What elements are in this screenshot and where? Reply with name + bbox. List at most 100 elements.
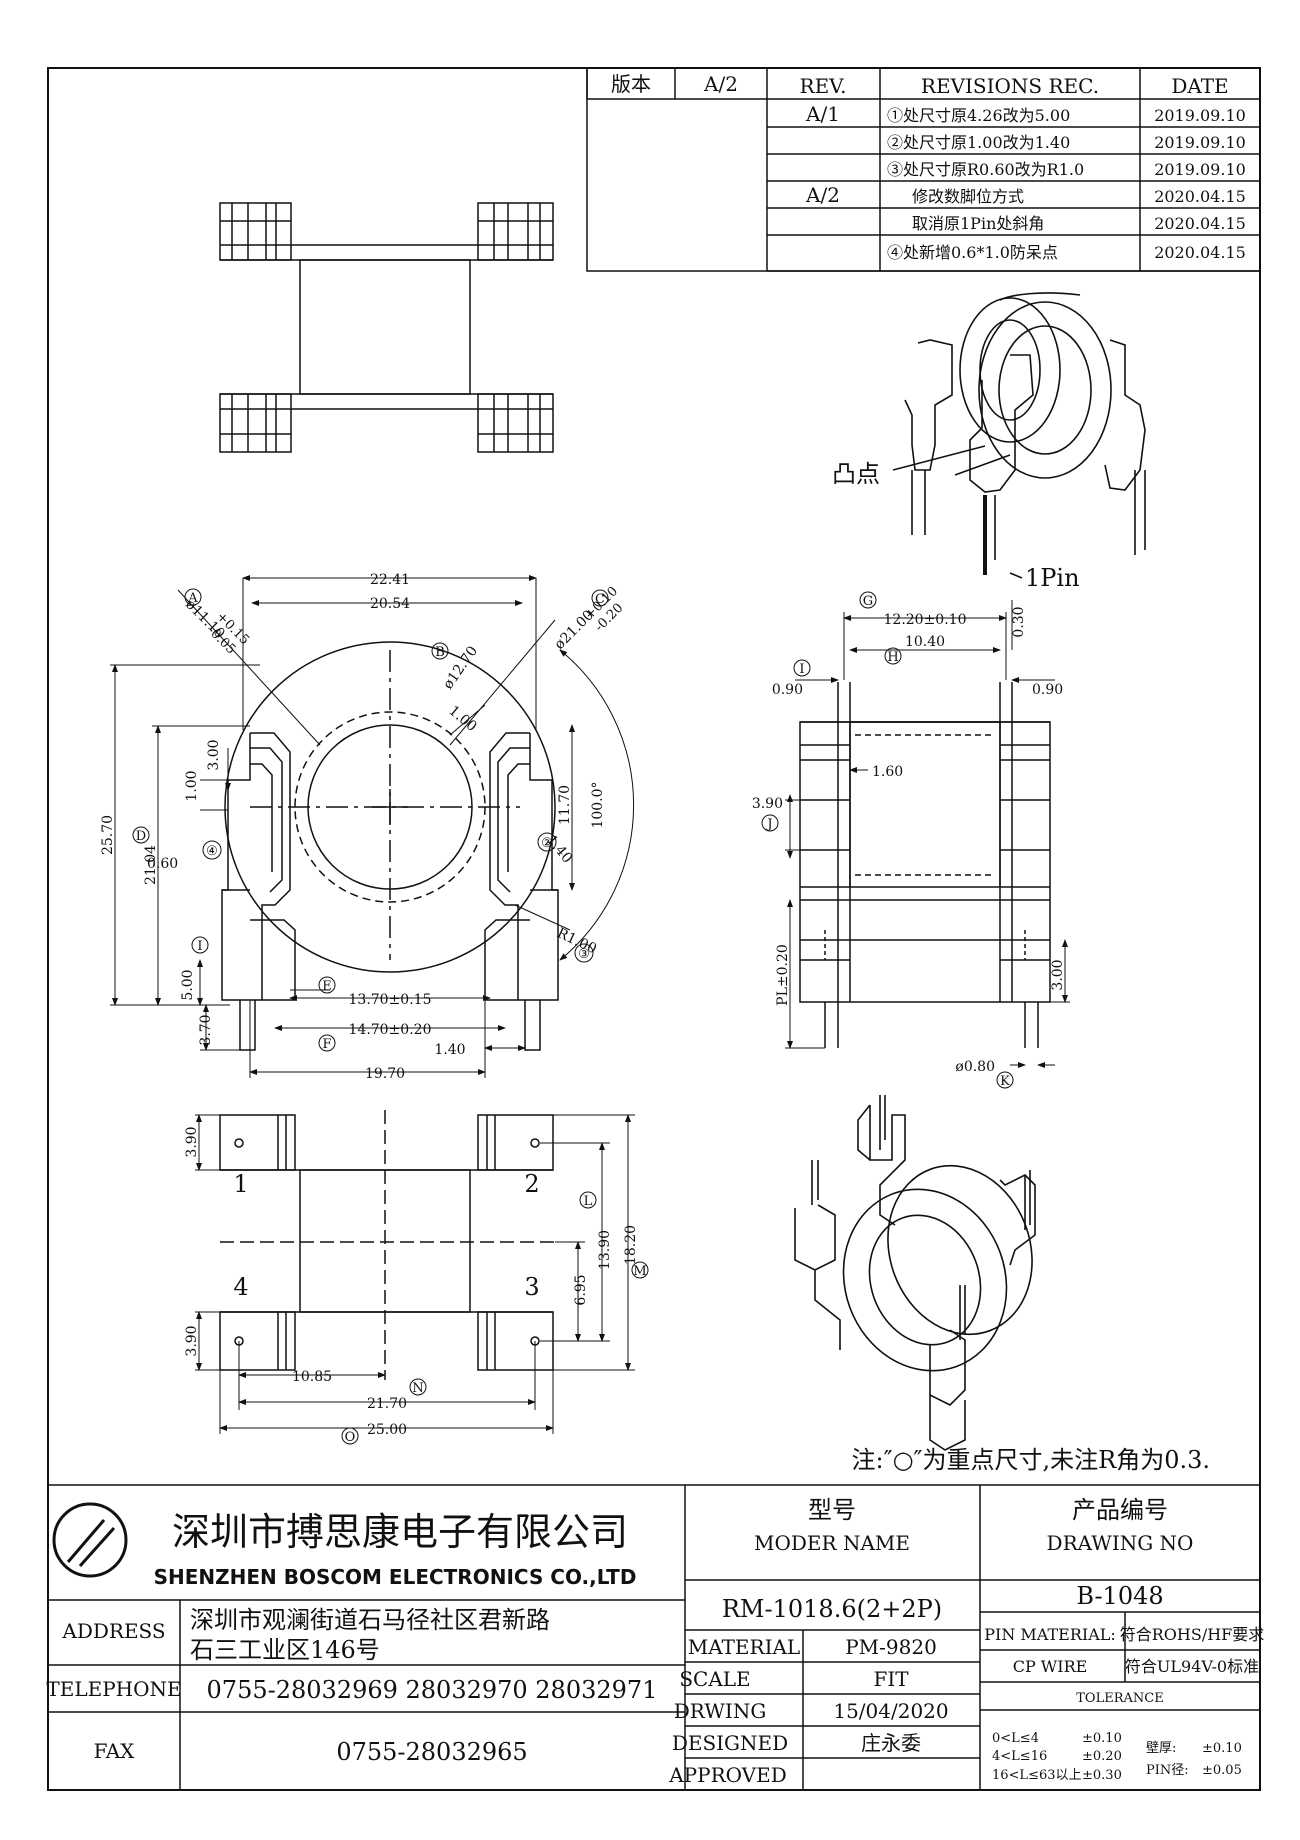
wall-value: ±0.10 <box>1202 1741 1242 1756</box>
pin-3-label: 3 <box>524 1273 539 1301</box>
dim-3-90-top: 3.90 <box>184 1126 200 1157</box>
pin-material-label: PIN MATERIAL: <box>984 1625 1116 1644</box>
drawing-note: 注:″○″为重点尺寸,未注R角为0.3. <box>852 1446 1210 1474</box>
dim-0-30: 0.30 <box>1011 606 1027 637</box>
tolerance-label: TOLERANCE <box>1076 1691 1163 1706</box>
version-label: 版本 <box>611 72 651 96</box>
address-label: ADDRESS <box>61 1619 165 1643</box>
front-view-dims <box>110 575 635 1078</box>
callout-h: H <box>887 650 898 665</box>
drwing-value: 15/04/2020 <box>833 1699 948 1723</box>
dim-dia-12-70: ø12.70 <box>440 643 481 692</box>
dim-22-41: 22.41 <box>370 572 410 588</box>
dim-10-40: 10.40 <box>905 634 945 650</box>
dim-11-70: 11.70 <box>557 785 573 825</box>
bottom-view <box>219 1110 555 1380</box>
dim-10-85: 10.85 <box>292 1369 332 1385</box>
version-value: A/2 <box>703 72 738 96</box>
isometric-view-bottom <box>794 1095 1036 1451</box>
tol-value: ±0.10 <box>1082 1731 1122 1746</box>
dim-19-70: 19.70 <box>365 1066 405 1082</box>
dim-3-90-bottom: 3.90 <box>184 1325 200 1356</box>
fax-value: 0755-28032965 <box>336 1738 527 1766</box>
dim-0-90-right: 0.90 <box>1032 682 1063 698</box>
revision-mark-2: ② <box>541 836 553 851</box>
callout-o: O <box>345 1430 356 1445</box>
revision-mark-3: ③ <box>578 947 590 962</box>
pin-dia-value: ±0.05 <box>1202 1763 1242 1778</box>
callout-m: M <box>633 1264 646 1279</box>
dim-13-90: 13.90 <box>597 1230 613 1270</box>
front-view-callouts: A B C D E F I ④ ② ③ <box>132 588 609 1052</box>
wall-label: 壁厚: <box>1146 1741 1176 1756</box>
callout-f: F <box>322 1037 331 1052</box>
dim-21-04: 21.04 <box>143 845 159 885</box>
callout-g: G <box>863 594 873 609</box>
side-view-dims <box>785 600 1070 1068</box>
dim-0-90-left: 0.90 <box>772 682 803 698</box>
rev-cell: A/2 <box>805 183 840 207</box>
top-view <box>219 202 554 453</box>
model-label-cn: 型号 <box>808 1496 856 1524</box>
callout-a: A <box>187 591 198 606</box>
dim-100-angle: 100.0° <box>590 781 606 828</box>
dim-25-70: 25.70 <box>100 815 116 855</box>
dim-25-00: 25.00 <box>367 1422 407 1438</box>
tol-value: ±0.20 <box>1082 1749 1122 1764</box>
revision-rows: A/1 ①处尺寸原4.26改为5.00 2019.09.10 ②处尺寸原1.00… <box>805 102 1246 262</box>
title-block <box>48 1484 1260 1790</box>
ul-compliance: 符合UL94V-0标准 <box>1125 1657 1259 1676</box>
bump-label: 凸点 <box>832 460 880 488</box>
bottom-view-dim-text: 3.90 3.90 13.90 18.20 6.95 10.85 21.70 2… <box>184 1126 639 1438</box>
date-cell: 2019.09.10 <box>1154 106 1246 125</box>
drawing-label-en: DRAWING NO <box>1047 1531 1194 1555</box>
callout-e: E <box>322 979 332 994</box>
date-cell: 2020.04.15 <box>1154 243 1246 262</box>
revision-mark-4: ④ <box>206 844 218 859</box>
callout-d: D <box>136 829 146 844</box>
dim-1-00-left: 1.00 <box>184 770 200 801</box>
callout-j: J <box>765 817 772 832</box>
dim-pl: PL±0.20 <box>775 944 791 1006</box>
dim-3-70: 3.70 <box>198 1014 214 1045</box>
designed-label: DESIGNED <box>672 1731 788 1755</box>
tolerance-table: 0<L≤4 ±0.10 4<L≤16 ±0.20 16<L≤63以上 ±0.30… <box>992 1731 1242 1783</box>
dim-6-95: 6.95 <box>573 1274 589 1305</box>
pin-dia-label: PIN径: <box>1146 1763 1189 1778</box>
tol-value: ±0.30 <box>1082 1768 1122 1783</box>
scale-value: FIT <box>873 1667 909 1691</box>
tol-range: 0<L≤4 <box>992 1731 1039 1746</box>
side-view <box>799 682 1051 1048</box>
rec-cell: ③处尺寸原R0.60改为R1.0 <box>887 160 1084 179</box>
callout-c: C <box>595 592 605 607</box>
designed-value: 庄永委 <box>861 1731 921 1755</box>
rohs-compliance: 符合ROHS/HF要求 <box>1120 1625 1265 1644</box>
dim-14-70: 14.70±0.20 <box>349 1022 432 1038</box>
dim-1-40-bottom: 1.40 <box>434 1042 465 1058</box>
material-label: MATERIAL <box>688 1635 800 1659</box>
dim-3-90-side: 3.90 <box>752 796 783 812</box>
dim-0-60: 0.60 <box>147 856 178 872</box>
drawing-label-cn: 产品编号 <box>1072 1496 1168 1524</box>
date-cell: 2019.09.10 <box>1154 160 1246 179</box>
callout-b: B <box>435 645 445 660</box>
pin-4-label: 4 <box>233 1273 248 1301</box>
bottom-view-dims <box>195 1114 635 1434</box>
date-cell: 2019.09.10 <box>1154 133 1246 152</box>
callout-n: N <box>412 1381 423 1396</box>
model-label-en: MODER NAME <box>754 1531 910 1555</box>
dim-3-00: 3.00 <box>206 739 222 770</box>
dim-5-00: 5.00 <box>180 969 196 1000</box>
tol-range: 4<L≤16 <box>992 1749 1047 1764</box>
pin1-label: 1Pin <box>1025 564 1080 592</box>
scale-label: SCALE <box>679 1667 750 1691</box>
dim-1-60: 1.60 <box>872 764 903 780</box>
address-line-1: 深圳市观澜街道石马径社区君新路 <box>190 1606 550 1634</box>
revisions-header: REVISIONS REC. <box>921 74 1099 98</box>
side-view-dim-text: 12.20±0.10 0.30 10.40 0.90 0.90 1.60 3.9… <box>752 606 1066 1075</box>
material-value: PM-9820 <box>845 1635 937 1659</box>
rev-header: REV. <box>800 74 847 98</box>
callout-i: I <box>799 662 804 677</box>
dim-r1-00: R1.00 <box>554 925 599 957</box>
